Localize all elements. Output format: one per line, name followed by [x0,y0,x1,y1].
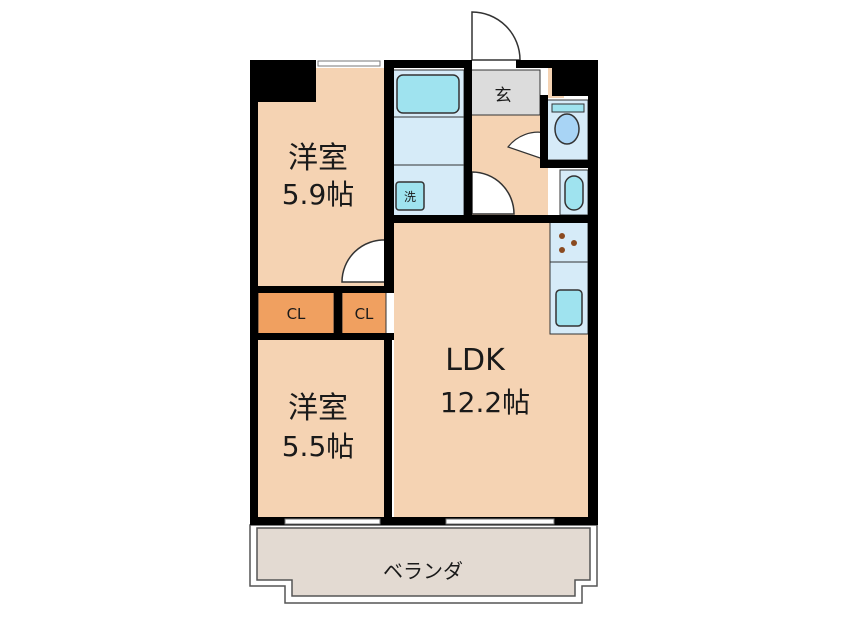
svg-text:5.5帖: 5.5帖 [282,430,355,463]
svg-text:5.9帖: 5.9帖 [282,178,355,211]
western-room-2 [258,338,386,518]
svg-text:洋室: 洋室 [288,391,348,426]
svg-text:玄: 玄 [495,86,512,106]
bathtub-icon [396,74,460,114]
entrance [469,69,541,116]
svg-text:洗: 洗 [404,190,416,204]
washer-icon [395,181,425,211]
svg-text:CL: CL [287,305,306,323]
balcony-label: ベランダ [383,559,463,583]
svg-text:CL: CL [355,305,374,323]
svg-text:12.2帖: 12.2帖 [440,386,530,419]
kitchen-sink-icon [555,289,583,327]
walls [250,60,598,525]
balcony: ベランダ [249,524,598,604]
toilet-icon [554,113,580,145]
sink-icon [564,175,584,211]
entrance-door [471,11,521,61]
windows [284,60,555,525]
svg-text:LDK: LDK [445,343,506,378]
stove-icon [559,233,565,239]
svg-text:洋室: 洋室 [288,141,348,176]
